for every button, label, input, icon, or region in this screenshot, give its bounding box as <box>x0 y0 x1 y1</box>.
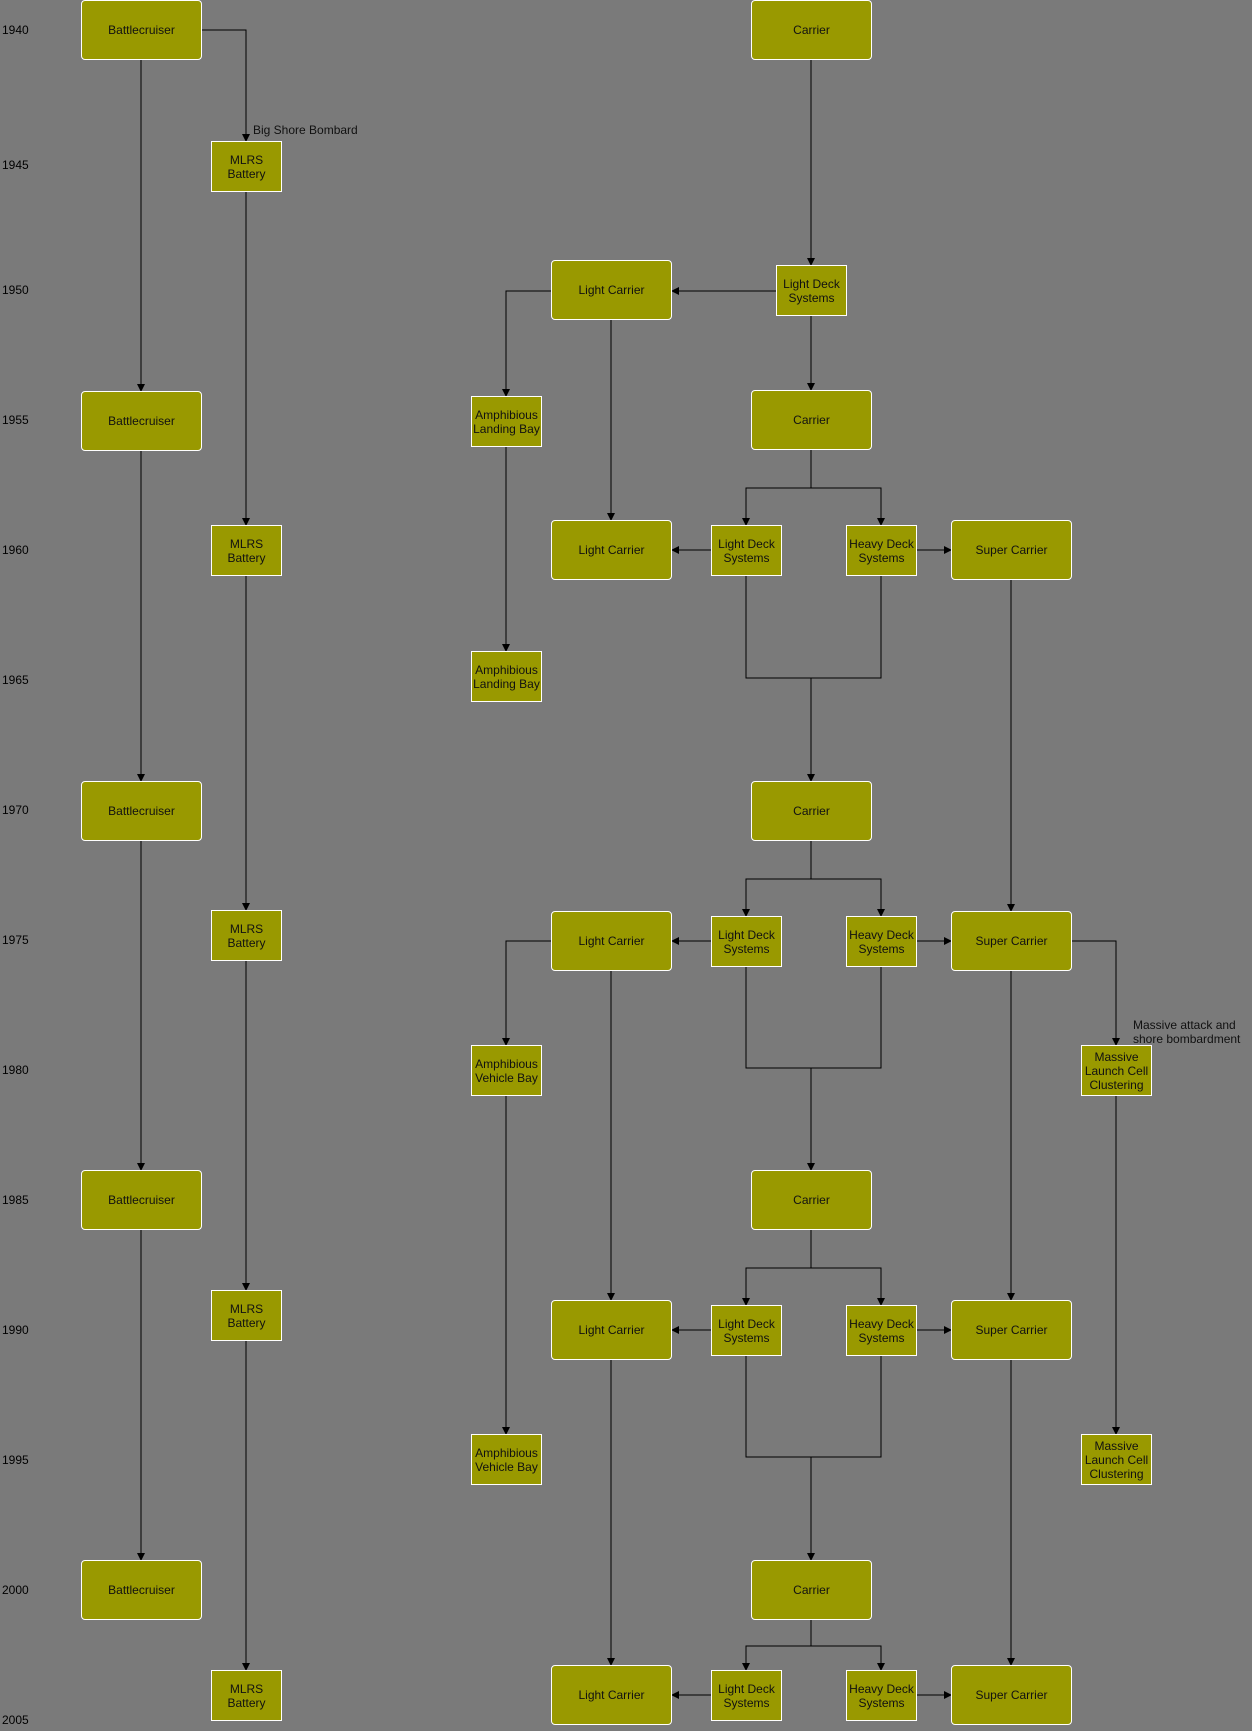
mlrs-battery-node[interactable]: MLRS Battery <box>211 1670 282 1721</box>
connector-arrow <box>202 29 250 142</box>
heavy-deck-systems-node[interactable]: Heavy Deck Systems <box>846 916 917 967</box>
battlecruiser-node[interactable]: Battlecruiser <box>81 391 202 451</box>
connector-arrow <box>742 841 812 917</box>
battlecruiser-node[interactable]: Battlecruiser <box>81 1170 202 1230</box>
year-label: 1980 <box>2 1063 29 1077</box>
connector-arrow <box>1072 940 1120 1046</box>
year-label: 1955 <box>2 413 29 427</box>
year-label: 1970 <box>2 803 29 817</box>
light-deck-systems-node[interactable]: Light Deck Systems <box>711 1305 782 1356</box>
year-label: 2000 <box>2 1583 29 1597</box>
super-carrier-node[interactable]: Super Carrier <box>951 1665 1072 1725</box>
connector-arrow <box>502 290 551 397</box>
connector-line <box>745 576 882 679</box>
year-label: 1985 <box>2 1193 29 1207</box>
amphibious-landing-bay-node[interactable]: Amphibious Landing Bay <box>471 651 542 702</box>
light-deck-systems-node[interactable]: Light Deck Systems <box>711 1670 782 1721</box>
battlecruiser-node[interactable]: Battlecruiser <box>81 781 202 841</box>
light-carrier-node[interactable]: Light Carrier <box>551 1300 672 1360</box>
year-label: 1960 <box>2 543 29 557</box>
battlecruiser-node[interactable]: Battlecruiser <box>81 0 202 60</box>
light-carrier-node[interactable]: Light Carrier <box>551 260 672 320</box>
year-label: 1990 <box>2 1323 29 1337</box>
year-label: 1965 <box>2 673 29 687</box>
connector-arrow <box>742 1620 812 1671</box>
super-carrier-node[interactable]: Super Carrier <box>951 520 1072 580</box>
carrier-node[interactable]: Carrier <box>751 0 872 60</box>
edge-note-shore-bombard: Big Shore Bombard <box>253 123 358 137</box>
year-label: 1995 <box>2 1453 29 1467</box>
connector-arrow <box>811 1645 885 1671</box>
super-carrier-node[interactable]: Super Carrier <box>951 1300 1072 1360</box>
connector-arrow <box>502 940 551 1046</box>
heavy-deck-systems-node[interactable]: Heavy Deck Systems <box>846 1670 917 1721</box>
connector-arrow <box>811 878 885 917</box>
amphibious-vehicle-bay-node[interactable]: Amphibious Vehicle Bay <box>471 1045 542 1096</box>
year-label: 1975 <box>2 933 29 947</box>
year-label: 2005 <box>2 1713 29 1727</box>
carrier-node[interactable]: Carrier <box>751 1560 872 1620</box>
connector-arrow <box>811 1267 885 1306</box>
carrier-node[interactable]: Carrier <box>751 781 872 841</box>
connector-line <box>745 967 882 1069</box>
mlrs-battery-node[interactable]: MLRS Battery <box>211 525 282 576</box>
edge-note-massive-attack: Massive attack and shore bombardment <box>1133 1018 1241 1046</box>
mlrs-battery-node[interactable]: MLRS Battery <box>211 141 282 192</box>
connector-line <box>745 1356 882 1458</box>
amphibious-landing-bay-node[interactable]: Amphibious Landing Bay <box>471 396 542 447</box>
heavy-deck-systems-node[interactable]: Heavy Deck Systems <box>846 525 917 576</box>
light-carrier-node[interactable]: Light Carrier <box>551 520 672 580</box>
mlrs-battery-node[interactable]: MLRS Battery <box>211 1290 282 1341</box>
amphibious-vehicle-bay-node[interactable]: Amphibious Vehicle Bay <box>471 1434 542 1485</box>
light-deck-systems-node[interactable]: Light Deck Systems <box>711 916 782 967</box>
light-deck-systems-node[interactable]: Light Deck Systems <box>711 525 782 576</box>
year-label: 1945 <box>2 158 29 172</box>
light-deck-systems-node[interactable]: Light Deck Systems <box>776 265 847 316</box>
year-label: 1950 <box>2 283 29 297</box>
carrier-node[interactable]: Carrier <box>751 1170 872 1230</box>
connector-arrow <box>811 487 885 526</box>
super-carrier-node[interactable]: Super Carrier <box>951 911 1072 971</box>
massive-launch-cell-clustering-node[interactable]: Massive Launch Cell Clustering <box>1081 1434 1152 1485</box>
heavy-deck-systems-node[interactable]: Heavy Deck Systems <box>846 1305 917 1356</box>
light-carrier-node[interactable]: Light Carrier <box>551 1665 672 1725</box>
connector-arrow <box>742 450 812 526</box>
connector-arrow <box>742 1230 812 1306</box>
mlrs-battery-node[interactable]: MLRS Battery <box>211 910 282 961</box>
battlecruiser-node[interactable]: Battlecruiser <box>81 1560 202 1620</box>
carrier-node[interactable]: Carrier <box>751 390 872 450</box>
massive-launch-cell-clustering-node[interactable]: Massive Launch Cell Clustering <box>1081 1045 1152 1096</box>
year-label: 1940 <box>2 23 29 37</box>
light-carrier-node[interactable]: Light Carrier <box>551 911 672 971</box>
